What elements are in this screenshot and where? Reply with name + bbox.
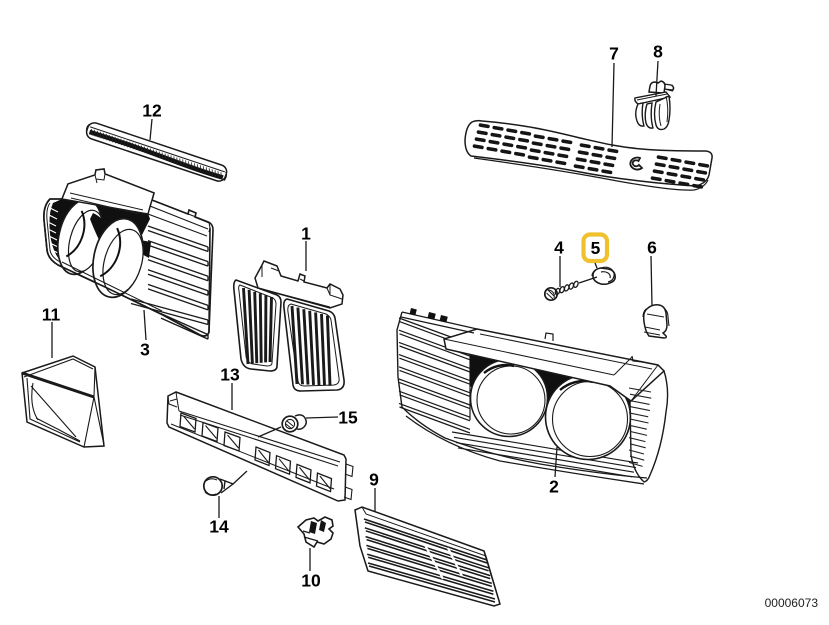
svg-text:15: 15	[338, 408, 358, 428]
svg-text:13: 13	[220, 365, 240, 385]
svg-text:3: 3	[140, 340, 150, 360]
svg-text:2: 2	[549, 477, 559, 497]
svg-text:11: 11	[42, 305, 61, 325]
svg-text:10: 10	[301, 571, 321, 591]
svg-text:8: 8	[653, 42, 663, 62]
svg-text:12: 12	[142, 101, 162, 121]
svg-text:7: 7	[609, 44, 619, 64]
svg-text:5: 5	[591, 238, 601, 258]
svg-text:00006073: 00006073	[765, 596, 819, 610]
svg-text:14: 14	[209, 517, 229, 537]
svg-text:1: 1	[301, 224, 311, 244]
svg-text:9: 9	[369, 470, 379, 490]
svg-text:6: 6	[647, 238, 657, 258]
svg-text:4: 4	[554, 238, 564, 258]
